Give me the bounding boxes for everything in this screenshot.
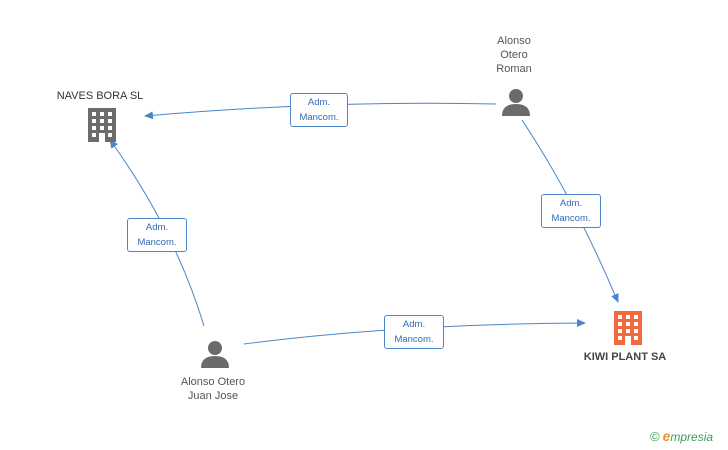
edge-label-roman-naves: Adm.Mancom. (290, 93, 348, 127)
building-icon[interactable] (88, 108, 116, 142)
node-label-alonso-roman[interactable]: Alonso Otero Roman (496, 35, 532, 75)
edge-label-juan-kiwi: Adm.Mancom. (384, 315, 444, 349)
person-icon[interactable] (201, 341, 229, 368)
node-label-alonso-juan[interactable]: Alonso Otero Juan Jose (180, 376, 246, 402)
brand-logo: ©empresia (650, 428, 713, 444)
building-icon-focus[interactable] (614, 311, 642, 345)
node-label-naves-bora[interactable]: NAVES BORA SL (56, 90, 144, 102)
edge-label-juan-naves: Adm.Mancom. (127, 218, 187, 252)
copyright-icon: © (650, 429, 660, 444)
person-icon[interactable] (502, 89, 530, 116)
brand-name: mpresia (670, 430, 714, 444)
edge-label-roman-kiwi: Adm.Mancom. (541, 194, 601, 228)
brand-initial: e (662, 428, 671, 444)
node-label-kiwi-plant[interactable]: KIWI PLANT SA (583, 351, 667, 363)
